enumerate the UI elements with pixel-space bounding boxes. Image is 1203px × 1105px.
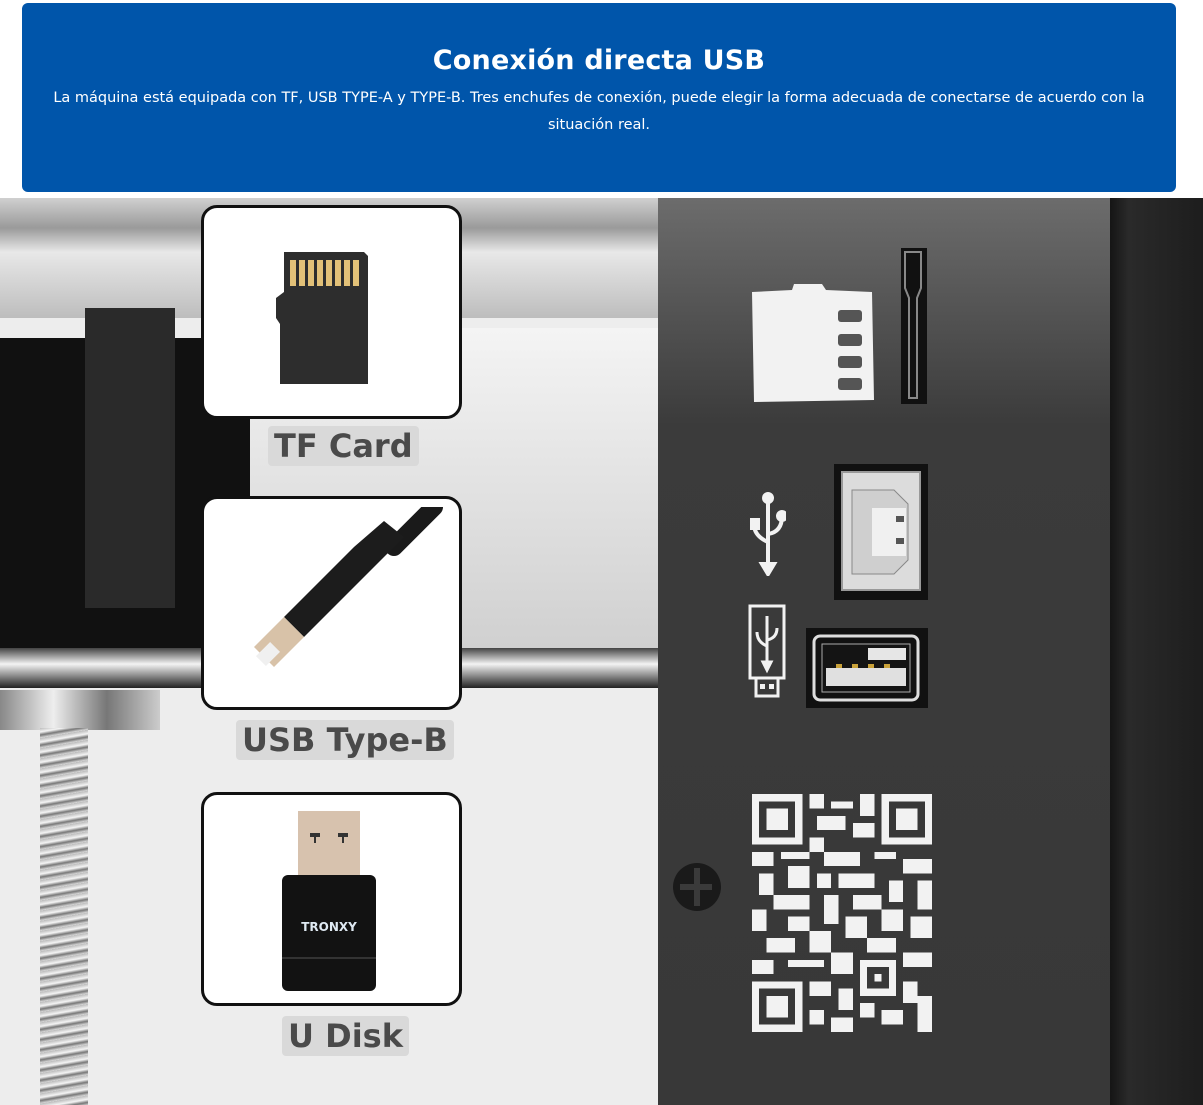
usb-flash-drive-icon: TRONXY [282,811,376,991]
header-banner: Conexión directa USB La máquina está equ… [22,3,1176,192]
usb-icon [750,492,786,576]
usb-type-b-label: USB Type-B [236,720,454,760]
screw-icon [673,863,721,911]
tronxy-brand: TRONXY [301,920,357,934]
micro-sd-card-icon [276,252,368,384]
usb-type-b-cable-icon [254,507,443,667]
lead-screw [40,728,88,1105]
sd-card-icon [752,284,874,402]
usb-drive-icon [748,604,786,698]
u-disk-callout: TRONXY [201,792,462,1006]
qr-code-icon [752,794,932,1032]
tf-card-label: TF Card [268,426,419,466]
usb-type-b-port[interactable] [834,464,928,600]
banner-title: Conexión directa USB [432,45,766,76]
tf-card-slot[interactable] [901,248,927,404]
panel-side [1110,198,1203,1105]
u-disk-label: U Disk [282,1016,409,1056]
product-photo: TF Card USB Type-B TRONXY U Disk [0,198,1203,1105]
lead-screw-mount [0,690,160,730]
tf-card-callout [201,205,462,419]
carriage-plate [85,308,175,608]
usb-type-b-callout [201,496,462,710]
banner-description: La máquina está equipada con TF, USB TYP… [53,90,1145,133]
usb-type-a-port[interactable] [806,628,928,708]
